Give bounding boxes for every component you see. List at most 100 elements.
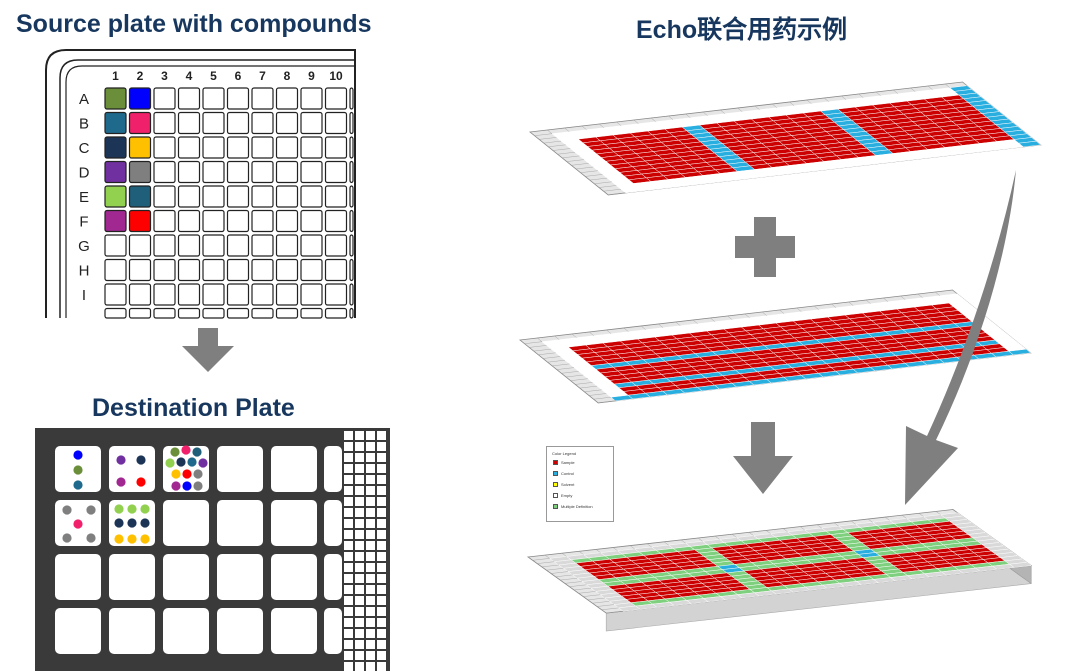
compound-dot [127, 518, 137, 528]
small-well [377, 453, 386, 462]
destination-plate [35, 428, 390, 671]
small-well [377, 541, 386, 550]
destination-well [109, 554, 155, 600]
grid-line [848, 301, 854, 306]
source-well [349, 307, 354, 319]
source-well [177, 258, 201, 282]
compound-dot [116, 477, 126, 487]
grid-line [867, 518, 873, 523]
grid-line [772, 103, 777, 108]
grid-line [850, 520, 856, 525]
column-label: 10 [329, 69, 343, 83]
grid-line [538, 352, 556, 355]
grid-line [884, 516, 890, 521]
grid-line [561, 371, 579, 374]
grid-line [554, 335, 560, 340]
grid-line [562, 155, 580, 159]
row-label: F [79, 214, 88, 231]
source-well [128, 307, 152, 319]
legend-label: Control [561, 471, 574, 476]
small-well [344, 607, 353, 616]
destination-well [271, 446, 317, 492]
destination-well [271, 500, 317, 546]
plate-well [1018, 140, 1042, 148]
small-well [377, 585, 386, 594]
source-well [128, 209, 152, 233]
legend-swatch [553, 493, 558, 498]
row-label: D [79, 165, 90, 182]
grid-line [893, 89, 899, 94]
small-well [377, 519, 386, 528]
grid-line [782, 528, 788, 532]
grid-line [569, 584, 587, 587]
source-well [275, 185, 299, 208]
small-well [377, 431, 386, 440]
small-well [377, 497, 386, 506]
source-well [153, 283, 176, 306]
grid-line [584, 389, 602, 392]
compound-dot [171, 481, 181, 491]
source-well [324, 234, 348, 257]
source-well [349, 136, 354, 159]
source-well [177, 111, 201, 135]
source-well [128, 283, 152, 306]
compound-dot [170, 447, 180, 457]
small-well [355, 442, 364, 451]
grid-line [532, 558, 550, 561]
grid-line [710, 317, 716, 322]
grid-line [606, 329, 612, 334]
small-well [355, 519, 364, 528]
source-well [128, 160, 152, 184]
small-well [366, 442, 375, 451]
small-well [355, 585, 364, 594]
grid-line [537, 337, 543, 342]
source-well [202, 283, 225, 306]
grid-line [646, 543, 652, 548]
grid-line [680, 539, 686, 544]
grid-line [962, 81, 968, 86]
small-well [377, 530, 386, 539]
small-well [355, 475, 364, 484]
small-well [344, 508, 353, 517]
column-label: 5 [210, 69, 217, 83]
source-well [275, 258, 299, 282]
destination-well [324, 608, 342, 654]
compound-dot [136, 477, 146, 487]
source-well [104, 111, 127, 135]
source-well [226, 111, 250, 135]
source-well [324, 185, 348, 208]
compound-dot [62, 533, 72, 543]
small-well [355, 607, 364, 616]
compound-dot [114, 504, 124, 514]
source-well [324, 160, 348, 184]
source-well [177, 136, 201, 159]
grid-line [883, 297, 889, 302]
column-label: 6 [235, 69, 242, 83]
grid-line [537, 561, 555, 564]
source-well [349, 160, 354, 184]
down-arrow-icon [733, 422, 793, 494]
small-well [366, 607, 375, 616]
source-well [275, 283, 299, 306]
grid-line [765, 530, 771, 534]
grid-line [601, 607, 619, 610]
grid-line [573, 587, 592, 591]
small-well [366, 574, 375, 583]
small-well [344, 453, 353, 462]
source-well [177, 87, 201, 110]
row-label: E [79, 189, 89, 206]
compound-dot [140, 518, 150, 528]
compound-dot [136, 455, 146, 465]
small-well [355, 563, 364, 572]
source-well [349, 185, 354, 208]
destination-plate-title: Destination Plate [92, 394, 295, 422]
source-well [324, 258, 348, 282]
small-well [344, 431, 353, 440]
source-well [226, 136, 250, 159]
compound-dot [192, 447, 202, 457]
grid-line [543, 140, 562, 144]
grid-line [541, 564, 559, 568]
grid-line [945, 83, 950, 88]
grid-line [910, 87, 916, 92]
grid-line [685, 113, 691, 118]
